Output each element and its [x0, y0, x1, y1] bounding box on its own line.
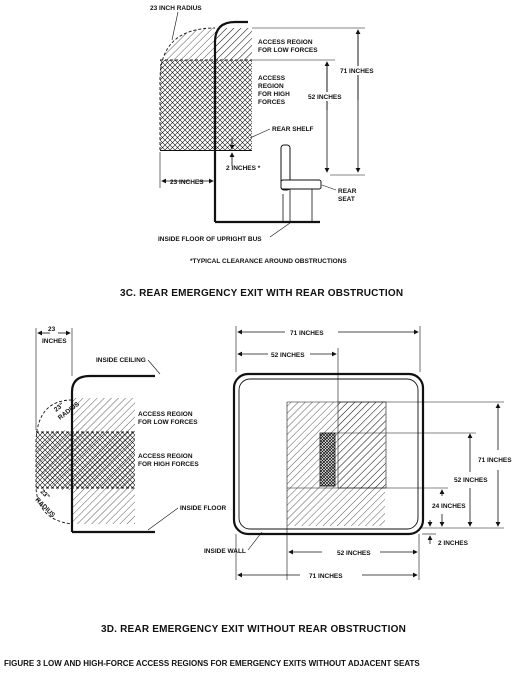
bus-outline-3d-right — [232, 372, 425, 536]
inside-floor-bus-label: INSIDE FLOOR OF UPRIGHT BUS — [158, 236, 262, 243]
dim-52-bottom-label: 52 INCHES — [337, 550, 371, 557]
high-force-region-3c — [160, 60, 252, 150]
dim-71-label-3c: 71 INCHES — [340, 68, 374, 75]
rear-seat-label: REAR — [338, 188, 357, 195]
low-force-region-3c-right — [215, 28, 252, 60]
dim-52-right-label: 52 INCHES — [454, 477, 488, 484]
high-force-label-3c: ACCESS — [258, 75, 286, 82]
inside-floor-label: INSIDE FLOOR — [180, 505, 227, 512]
footnote-3c: *TYPICAL CLEARANCE AROUND OBSTRUCTIONS — [190, 258, 347, 265]
dim-23-label-3c: 23 INCHES — [170, 179, 204, 186]
rear-seat-icon — [280, 144, 322, 222]
dim-71-right-label: 71 INCHES — [478, 457, 512, 464]
dim-23-label-3d-2: INCHES — [42, 338, 67, 345]
low-force-label-3c-2: FOR LOW FORCES — [258, 47, 318, 54]
diagram-3c: 23 INCH RADIUS ACCESS REGION FOR LOW FOR… — [150, 5, 378, 265]
low-force-label-3d-2: FOR LOW FORCES — [138, 419, 198, 426]
dim-52-top-label: 52 INCHES — [271, 352, 305, 359]
bus-wall-3c — [213, 20, 248, 222]
high-force-region-3d-left — [36, 432, 135, 488]
rear-seat-label-2: SEAT — [338, 196, 355, 203]
high-force-label-3c-4: FORCES — [258, 99, 286, 106]
bus-wall-3d-left — [70, 374, 155, 532]
high-force-label-3d-2: FOR HIGH FORCES — [138, 461, 199, 468]
high-force-label-3c-2: REGION — [258, 83, 284, 90]
dim-2-label-3c: 2 INCHES * — [226, 165, 261, 172]
title-3d: 3D. REAR EMERGENCY EXIT WITHOUT REAR OBS… — [101, 624, 406, 635]
radius-label-3c: 23 INCH RADIUS — [150, 5, 202, 12]
radius-upper-label: 23" — [53, 402, 65, 414]
high-force-region-3d-right — [319, 432, 336, 487]
title-3c: 3C. REAR EMERGENCY EXIT WITH REAR OBSTRU… — [120, 288, 403, 299]
dim-24-right-label: 24 INCHES — [432, 503, 466, 510]
low-force-label-3c: ACCESS REGION — [258, 39, 313, 46]
dim-52-label-3c: 52 INCHES — [308, 94, 342, 101]
low-force-label-3d: ACCESS REGION — [138, 411, 193, 418]
rear-shelf-label: REAR SHELF — [272, 126, 314, 133]
inside-wall-label: INSIDE WALL — [204, 548, 246, 555]
high-force-label-3d: ACCESS REGION — [138, 453, 193, 460]
diagram-3d-right: 71 INCHES 52 INCHES 71 INCHES 52 INCHES … — [204, 326, 512, 580]
dim-23-label-3d: 23 — [48, 326, 56, 333]
figure-caption: FIGURE 3 LOW AND HIGH-FORCE ACCESS REGIO… — [4, 659, 420, 668]
inside-ceiling-label: INSIDE CEILING — [96, 357, 146, 364]
dim-2-right-label: 2 INCHES — [438, 540, 469, 547]
diagram-3d-left: 23 INCHES INSIDE CEILING 23" RADIUS 23" … — [34, 326, 227, 534]
high-force-label-3c-3: FOR HIGH — [258, 91, 290, 98]
dim-71-top-label: 71 INCHES — [290, 330, 324, 337]
dim-71-bottom-label: 71 INCHES — [309, 573, 343, 580]
